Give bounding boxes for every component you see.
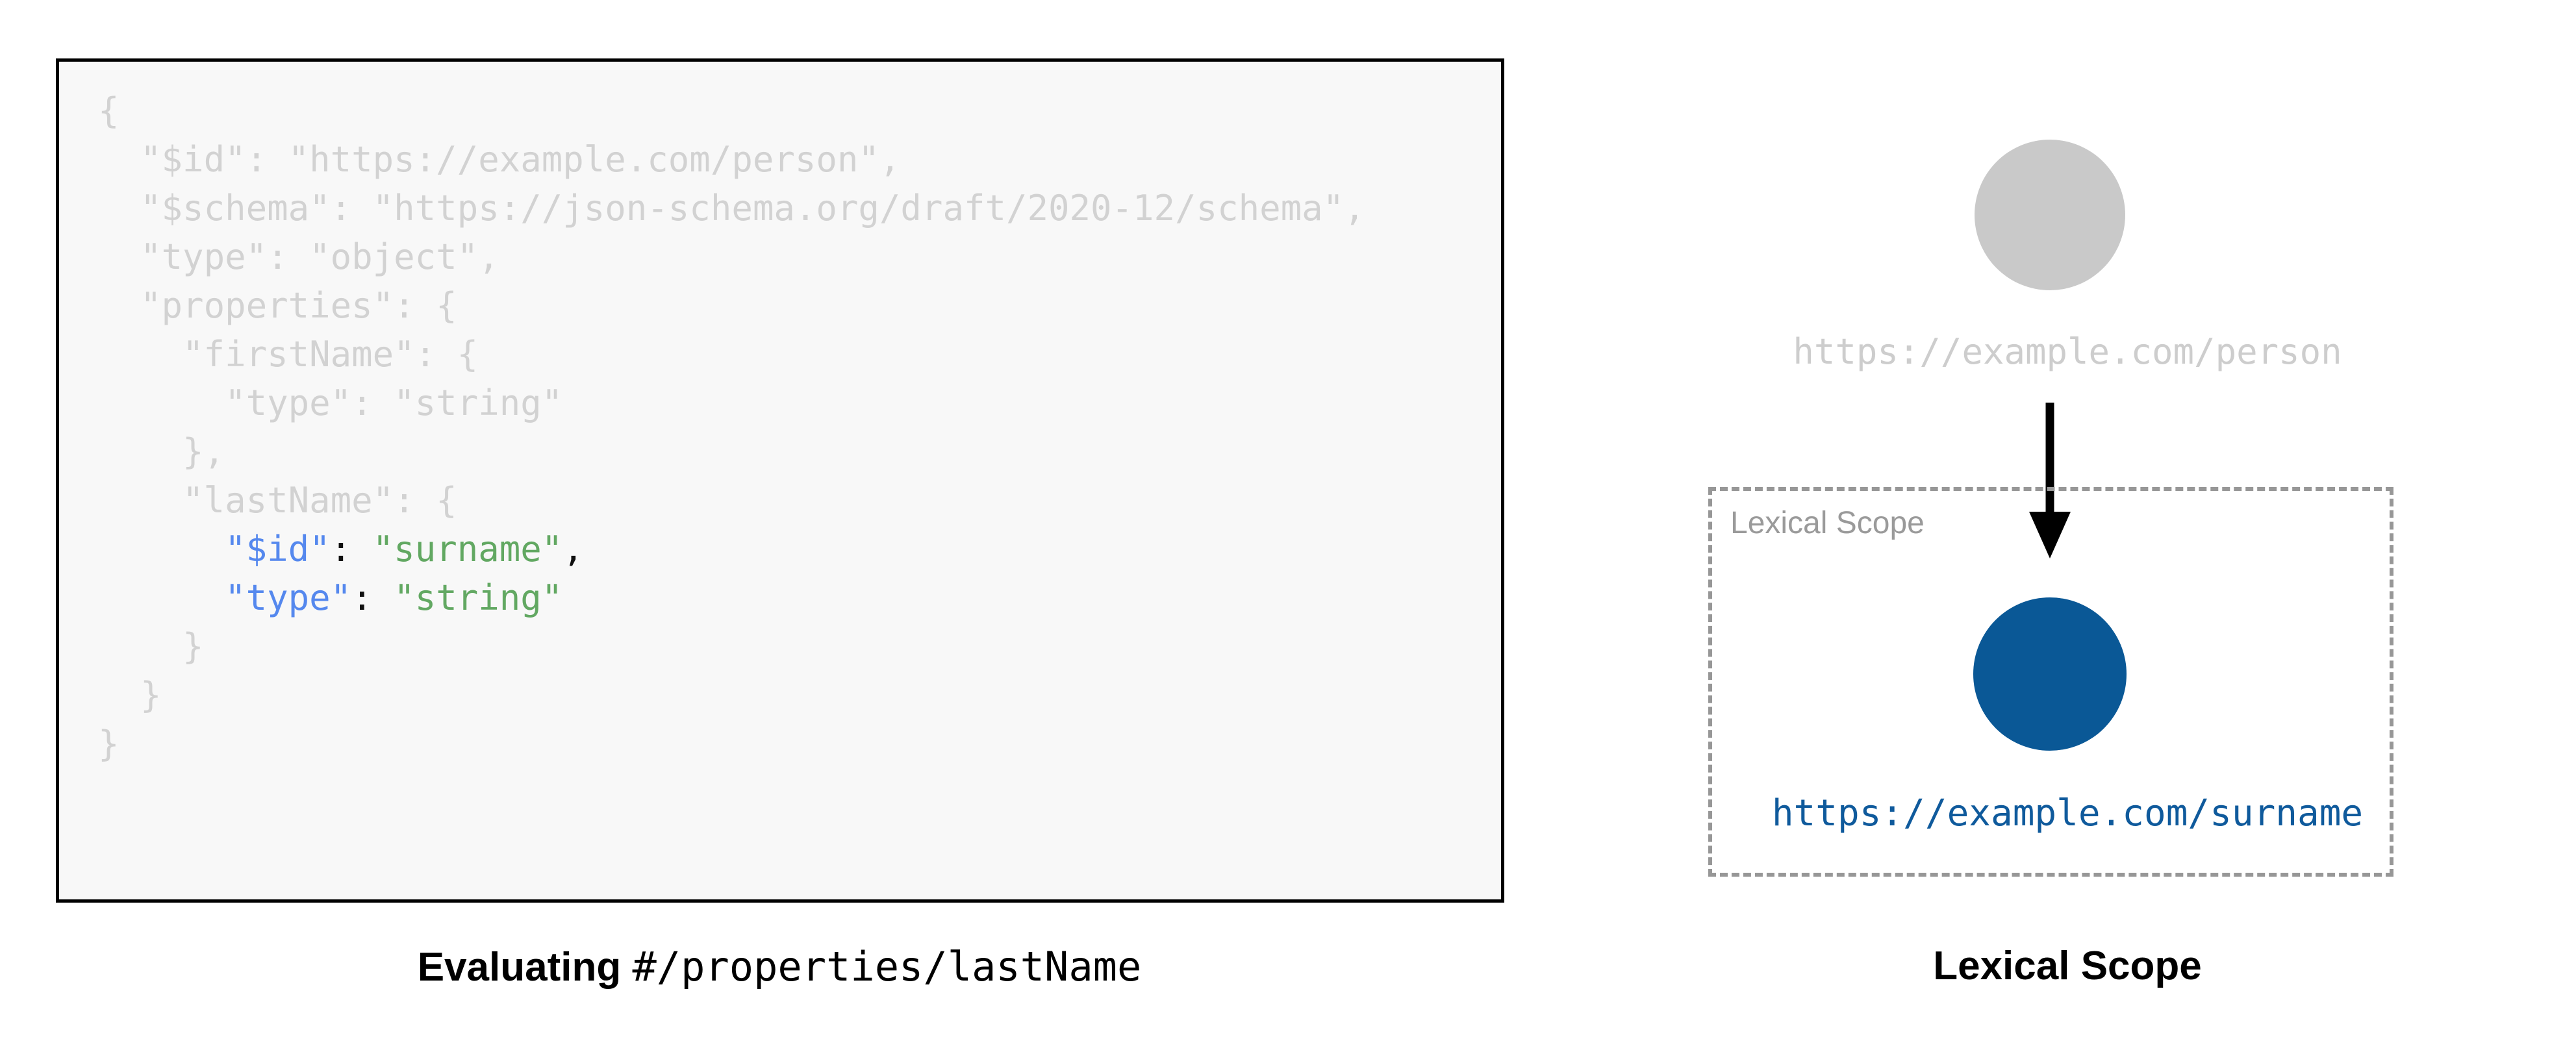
code-token: "lastName": { [183, 480, 457, 521]
left-panel-caption: Evaluating #/properties/lastName [0, 943, 1559, 990]
left-panel-schema-source: { "$id": "https://example.com/person", "… [0, 58, 1559, 990]
code-token: } [183, 626, 204, 667]
code-line: "firstName": { [98, 330, 1365, 379]
code-token: "surname" [372, 529, 563, 570]
code-token: "string" [394, 577, 563, 618]
code-line: { [98, 86, 1365, 135]
code-token: "$id": "https://example.com/person", [140, 139, 901, 180]
code-token: }, [183, 431, 225, 472]
code-line: } [98, 671, 1365, 720]
code-line: "type": "string" [98, 573, 1365, 622]
code-token: , [562, 529, 584, 570]
right-caption-text: Lexical Scope [1933, 944, 2202, 988]
code-line: "lastName": { [98, 476, 1365, 525]
left-caption-pointer-text: #/properties/lastName [632, 943, 1142, 990]
code-line: "properties": { [98, 281, 1365, 330]
code-token: "type" [225, 577, 352, 618]
right-panel-scope-diagram: https://example.com/person Lexical Scope… [1559, 0, 2576, 1039]
code-line: "type": "string" [98, 379, 1365, 427]
code-token: } [98, 723, 120, 764]
code-token: "$schema": "https://json-schema.org/draf… [140, 188, 1365, 229]
outer-resource-node-label: https://example.com/person [1793, 331, 2342, 372]
json-schema-code-box: { "$id": "https://example.com/person", "… [56, 58, 1504, 903]
code-line: } [98, 622, 1365, 671]
code-token: "type": "string" [225, 382, 563, 423]
outer-resource-node-circle [1975, 140, 2125, 290]
code-token: "$id" [225, 529, 331, 570]
json-schema-code-listing: { "$id": "https://example.com/person", "… [98, 86, 1365, 768]
code-token: } [140, 675, 162, 716]
inner-resource-node-circle [1973, 597, 2127, 751]
code-token: : [330, 529, 373, 570]
code-token: "properties": { [140, 285, 457, 326]
code-line: "type": "object", [98, 232, 1365, 281]
lexical-scope-dashed-box: Lexical Scope [1708, 487, 2393, 877]
left-caption-bold-text: Evaluating [417, 945, 622, 990]
code-line: "$schema": "https://json-schema.org/draf… [98, 184, 1365, 232]
code-line: "$id": "https://example.com/person", [98, 135, 1365, 184]
code-line: }, [98, 427, 1365, 476]
code-token: : [351, 577, 394, 618]
right-panel-caption: Lexical Scope [1559, 943, 2576, 989]
inner-resource-node-label: https://example.com/surname [1771, 792, 2364, 834]
code-line: "$id": "surname", [98, 525, 1365, 573]
code-token: { [98, 90, 120, 131]
downward-arrow-icon [2029, 403, 2071, 558]
code-line: } [98, 720, 1365, 768]
lexical-scope-inner-label: Lexical Scope [1730, 506, 1925, 540]
code-token: "type": "object", [140, 236, 499, 277]
code-token: "firstName": { [183, 334, 479, 375]
